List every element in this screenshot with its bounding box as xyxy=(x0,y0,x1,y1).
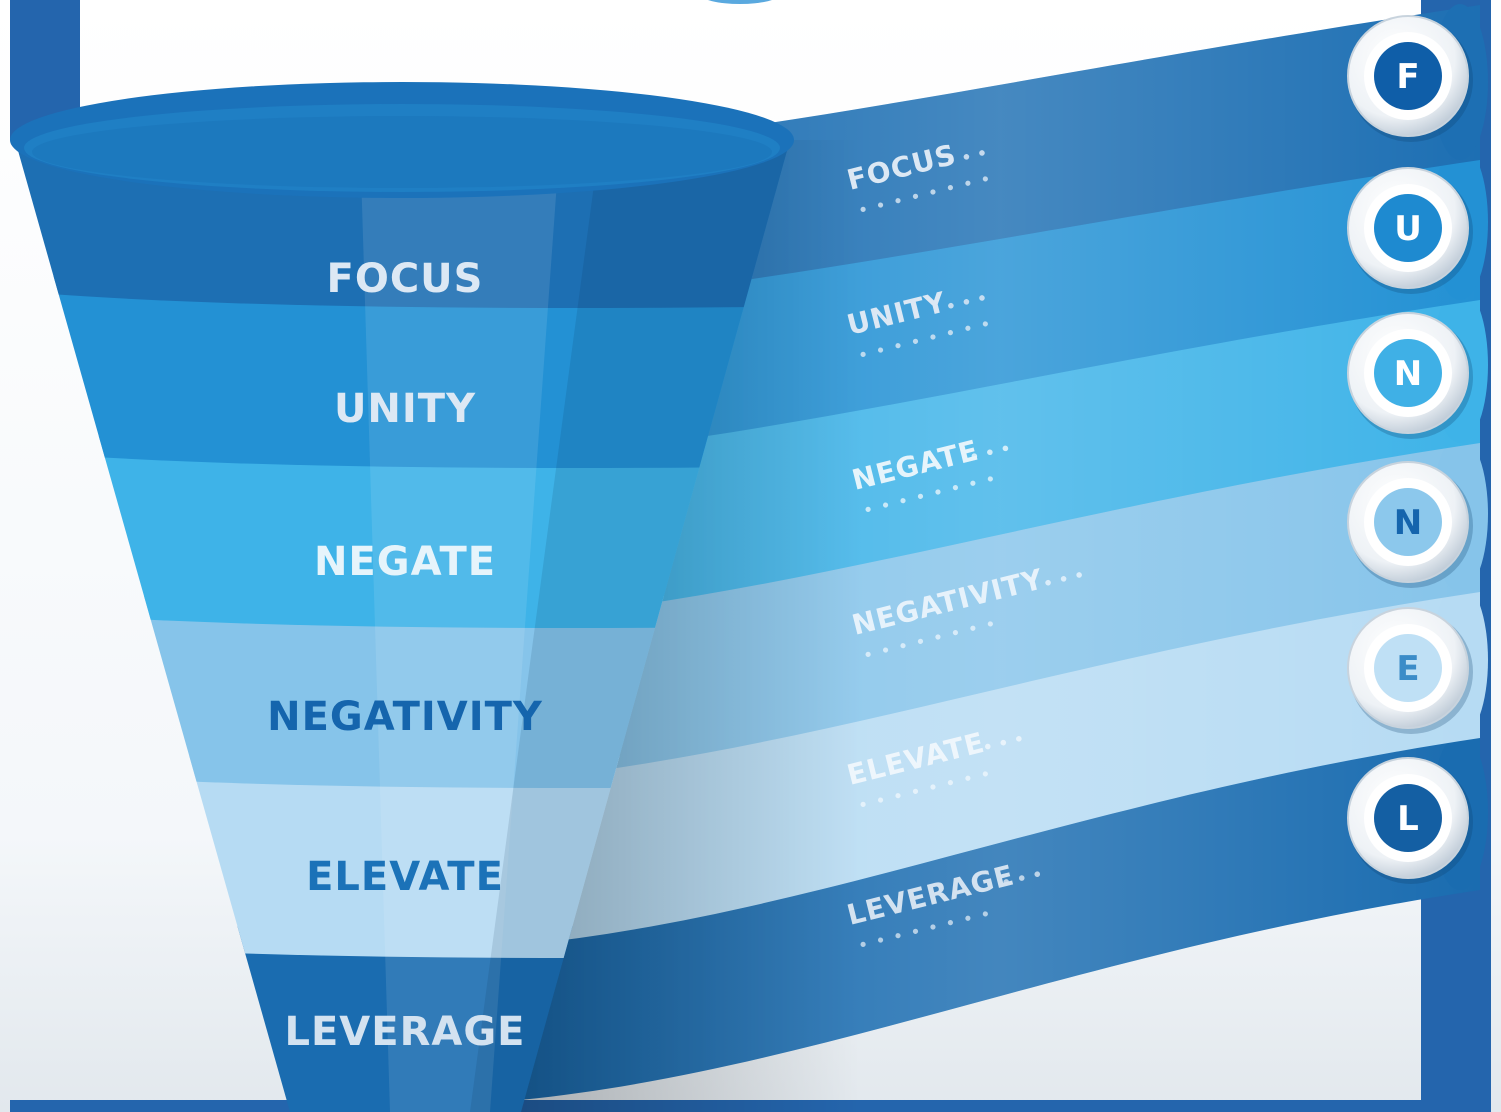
ribbon-trailing-dot xyxy=(1002,445,1009,452)
ribbon-trailing-dot xyxy=(1016,735,1022,742)
ribbon-dot xyxy=(970,480,976,486)
ribbon-dot xyxy=(860,206,866,213)
badge-letter-1: F xyxy=(1396,57,1419,97)
ribbon-dot xyxy=(982,321,988,327)
ribbon-dot xyxy=(895,793,901,799)
ribbon-dot xyxy=(900,643,906,649)
ribbon-dot xyxy=(982,771,988,777)
ribbon-dot xyxy=(935,634,941,640)
frame-top-tab xyxy=(708,0,772,4)
ribbon-trailing-dot xyxy=(1045,579,1051,586)
badge-group: F U N N E L xyxy=(1347,15,1473,884)
ribbon-trailing-dot xyxy=(984,743,991,750)
ribbon-dot xyxy=(877,937,884,943)
ribbon-dot xyxy=(882,502,889,508)
ribbon-trailing-dot xyxy=(1060,576,1067,582)
ribbon-dot xyxy=(930,334,936,340)
ribbon-dot xyxy=(947,330,954,336)
ribbon-dot xyxy=(912,193,919,199)
ribbon-dot xyxy=(895,198,901,204)
badge-2: U xyxy=(1347,167,1473,294)
ribbon-dot xyxy=(877,202,884,208)
ribbon-dot xyxy=(895,933,901,939)
ribbon-dot xyxy=(952,630,959,636)
ribbon-trailing-dot xyxy=(1034,871,1041,877)
ribbon-dot xyxy=(965,775,971,781)
badge-letter-6: L xyxy=(1397,799,1419,839)
ribbon-dot xyxy=(987,476,993,482)
ribbon-dot xyxy=(952,485,959,491)
funnel-label-3: NEGATE xyxy=(314,539,496,585)
badge-core xyxy=(1374,194,1442,262)
ribbon-dot xyxy=(865,651,871,658)
badge-1: F xyxy=(1347,15,1473,142)
ribbon-trailing-dot xyxy=(948,302,954,309)
ribbon-trailing-dot xyxy=(1003,879,1010,885)
ribbon-dot xyxy=(860,351,866,358)
ribbon-trailing-dot xyxy=(971,453,978,459)
badge-core xyxy=(1374,784,1442,852)
ribbon-dot xyxy=(900,498,906,504)
ribbon-trailing-dot xyxy=(979,150,985,156)
ribbon-dot xyxy=(970,625,976,631)
ribbon-dot xyxy=(895,343,901,349)
badge-6: L xyxy=(1347,757,1473,884)
funnel-highlight xyxy=(360,140,560,1112)
badge-letter-3: N xyxy=(1394,354,1422,394)
funnel-label-1: FOCUS xyxy=(327,256,484,302)
funnel-label-6: LEVERAGE xyxy=(284,1009,525,1055)
ribbon-trailing-dot xyxy=(1000,739,1007,746)
ribbon-dot xyxy=(982,911,988,917)
funnel-label-2: UNITY xyxy=(334,386,476,432)
ribbon-trailing-dot xyxy=(979,295,985,301)
ribbon-trailing-dot xyxy=(948,157,954,164)
ribbon-dot xyxy=(947,920,954,926)
ribbon-dot xyxy=(860,801,866,808)
ribbon-dot xyxy=(930,924,936,930)
ribbon-dot xyxy=(930,784,936,790)
ribbon-trailing-dot xyxy=(1076,572,1082,578)
ribbon-dot xyxy=(865,506,871,513)
ribbon-dot xyxy=(965,915,971,921)
ribbon-dot xyxy=(912,788,919,794)
badge-5: E xyxy=(1347,607,1473,734)
ribbon-dot xyxy=(877,347,884,353)
ribbon-dot xyxy=(912,338,919,344)
badge-core xyxy=(1374,42,1442,110)
ribbon-trailing-dot xyxy=(987,449,993,456)
funnel-rim-depth xyxy=(32,116,772,188)
ribbon-dot xyxy=(965,325,971,331)
ribbon-dot xyxy=(987,621,993,627)
badge-3: N xyxy=(1347,312,1473,439)
ribbon-dot xyxy=(860,941,866,948)
ribbon-dot xyxy=(877,797,884,803)
funnel-label-4: NEGATIVITY xyxy=(267,694,543,740)
badge-letter-4: N xyxy=(1394,503,1422,543)
badge-letter-2: U xyxy=(1394,209,1422,249)
badge-core xyxy=(1374,634,1442,702)
ribbon-dot xyxy=(917,493,924,499)
ribbon-trailing-dot xyxy=(1018,875,1025,881)
badge-core xyxy=(1374,339,1442,407)
badge-core xyxy=(1374,488,1442,556)
ribbon-dot xyxy=(947,185,954,191)
funnel-label-5: ELEVATE xyxy=(306,854,504,900)
ribbon-trailing-dot xyxy=(963,299,970,305)
ribbon-dot xyxy=(982,176,988,182)
badge-letter-5: E xyxy=(1396,649,1419,689)
ribbon-dot xyxy=(917,638,924,644)
ribbon-dot xyxy=(930,189,936,195)
ribbon-trailing-dot xyxy=(963,154,970,160)
ribbon-dot xyxy=(965,180,971,186)
badge-4: N xyxy=(1347,461,1473,588)
ribbon-dot xyxy=(947,780,954,786)
ribbon-dot xyxy=(912,928,919,934)
ribbon-dot xyxy=(882,647,889,653)
funnel-shade xyxy=(470,140,790,1112)
ribbon-dot xyxy=(935,489,941,495)
